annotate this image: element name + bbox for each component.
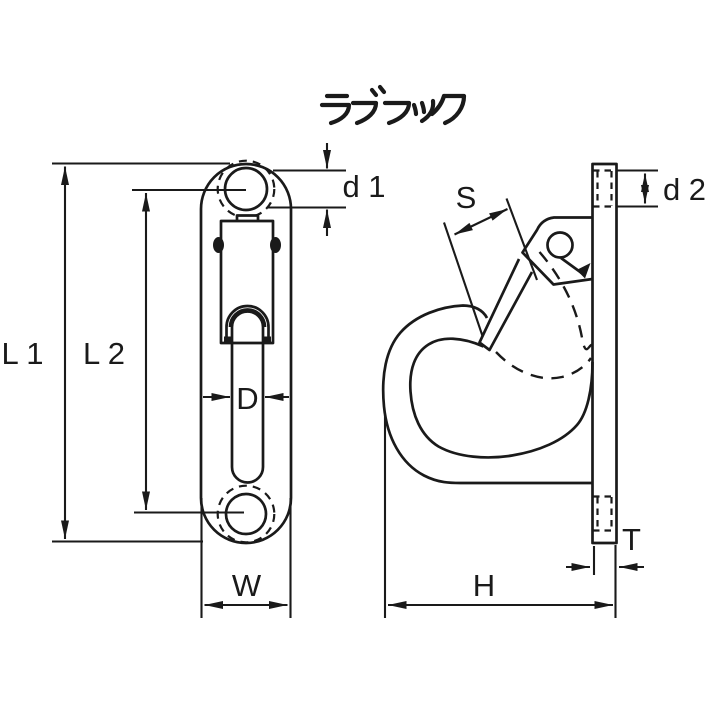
dim-s-ext-left [443, 222, 484, 337]
gate-open [478, 258, 534, 352]
side-top-hole-hidden [593, 169, 616, 208]
gate-closed-hidden-2 [495, 351, 592, 380]
kana-bu-dakuten-1 [369, 87, 379, 98]
label-d1: d 1 [342, 169, 385, 204]
kana-ra-2 [319, 102, 352, 126]
plate-slot [230, 310, 265, 484]
kana-ku-2 [441, 93, 467, 126]
kana-bu-dakuten-2 [377, 84, 387, 95]
gate-swing-arrowhead [576, 263, 591, 279]
kana-ttu-1 [411, 102, 419, 117]
side-pivot-hole [546, 231, 574, 259]
dim-s-line [454, 208, 508, 236]
side-latch-bracket [521, 216, 593, 286]
pivot-pin-left [213, 237, 224, 253]
pivot-pin-right [270, 237, 281, 253]
label-d2: d 2 [663, 172, 706, 207]
gate-closed-hidden-1 [538, 251, 593, 351]
front-plate [199, 162, 293, 545]
shackle-outer [225, 304, 270, 343]
label-d: D [236, 381, 258, 416]
dimension-lines [52, 143, 658, 618]
label-w: W [232, 568, 262, 603]
hook-inner-profile [408, 337, 594, 459]
label-h: H [473, 568, 495, 603]
side-view [381, 162, 618, 545]
kana-ttu-3 [419, 98, 436, 124]
side-bottom-hole-hidden [593, 495, 616, 532]
hook-outer-profile [381, 304, 593, 485]
shackle-foot-right [262, 336, 271, 343]
side-plate [591, 162, 618, 545]
label-s: S [456, 180, 477, 215]
kana-bu [350, 100, 379, 126]
label-l1: L 1 [2, 336, 44, 371]
drawing-title-glyphs [319, 84, 467, 126]
shackle-inner-line [228, 308, 267, 328]
kana-ttu-2 [419, 100, 427, 115]
dim-s-ext-right [505, 198, 538, 281]
label-t: T [622, 522, 641, 557]
label-l2: L 2 [83, 336, 125, 371]
kana-fu [382, 100, 412, 126]
shackle-foot-left [224, 336, 233, 343]
front-view [199, 159, 293, 545]
front-bottom-hole [224, 492, 268, 536]
front-bottom-hole-countersink [216, 484, 276, 544]
